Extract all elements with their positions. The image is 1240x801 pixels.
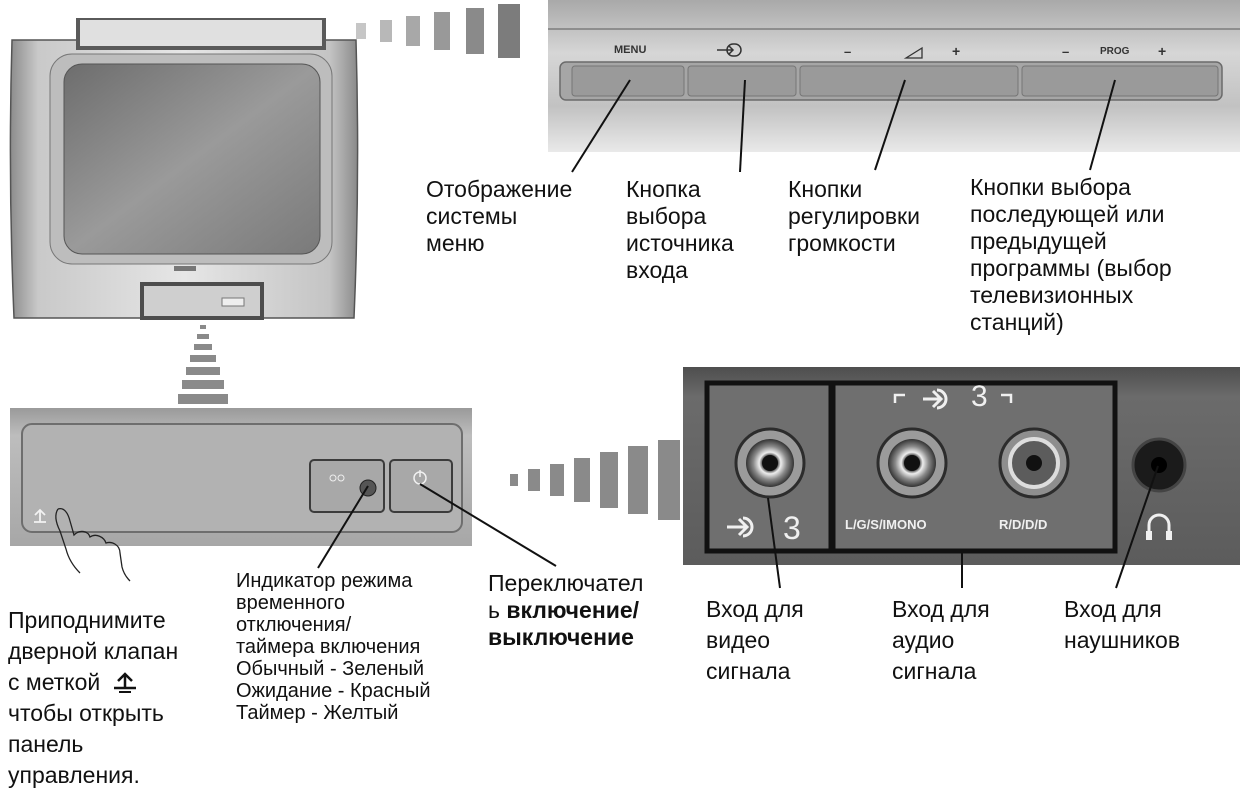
video-input-icon	[727, 516, 754, 538]
callout-door-line: чтобы открыть	[8, 700, 164, 726]
callout-indicator-line: Таймер - Желтый	[236, 702, 399, 724]
callout-indicator-line: отключения/	[236, 614, 352, 636]
callout-door-line: панель	[8, 731, 84, 757]
callout-program-line: Кнопки выбора	[970, 174, 1131, 200]
callout-video: Вход для видео сигнала	[706, 594, 804, 687]
callout-indicator: Индикатор режима временного отключения/ …	[236, 570, 431, 724]
audio-input-icon	[923, 388, 948, 410]
tv-illustration	[9, 16, 359, 320]
callout-volume-line: Кнопки	[788, 176, 863, 202]
front-door-panel	[10, 408, 472, 546]
volume-minus-label: –	[844, 44, 852, 59]
callout-video-line: видео	[706, 627, 771, 653]
callout-input: Кнопка выбора источника входа	[626, 176, 734, 284]
callout-input-line: входа	[626, 257, 688, 283]
callout-door-line: управления.	[8, 762, 140, 788]
callout-volume-line: громкости	[788, 230, 896, 256]
audio-input-number: 3	[971, 380, 988, 413]
tv-set	[8, 16, 360, 328]
volume-ramp-icon	[903, 46, 923, 59]
volume-plus-label: +	[952, 43, 961, 59]
top-control-panel: MENU – + – PROG +	[548, 0, 1240, 152]
callout-headphones: Вход для наушников	[1064, 594, 1180, 656]
callout-indicator-line: Обычный - Зеленый	[236, 658, 425, 680]
callout-headphones-line: Вход для	[1064, 596, 1162, 622]
callout-program-line: последующей или	[970, 201, 1165, 227]
callout-menu: Отображение системы меню	[426, 176, 572, 257]
prog-minus-label: –	[1062, 44, 1070, 59]
callout-audio-line: Вход для	[892, 596, 990, 622]
callout-power-line: выключение	[488, 624, 634, 650]
top-panel-highlight	[76, 16, 326, 50]
callout-menu-line: системы	[426, 203, 518, 229]
prog-label: PROG	[1100, 46, 1130, 57]
input-source-icon	[717, 43, 742, 57]
callout-program-line: предыдущей	[970, 228, 1107, 254]
door-lift-icon	[34, 508, 46, 523]
door-lift-icon	[113, 672, 136, 693]
callout-program: Кнопки выбора последующей или предыдущей…	[970, 174, 1172, 336]
callout-indicator-line: Ожидание - Красный	[236, 680, 431, 702]
right-channel-label: R/D/D/D	[999, 517, 1048, 532]
callout-audio-line: сигнала	[892, 658, 977, 684]
callout-volume: Кнопки регулировки громкости	[788, 176, 920, 257]
callout-program-line: телевизионных	[970, 282, 1134, 308]
callout-video-line: сигнала	[706, 658, 791, 684]
callout-menu-line: меню	[426, 230, 485, 256]
prog-plus-label: +	[1158, 43, 1167, 59]
callout-input-line: источника	[626, 230, 734, 256]
video-input-number: 3	[783, 510, 801, 546]
callout-audio-line: аудио	[892, 627, 955, 653]
zoom-wedge-top	[356, 4, 520, 58]
callout-door: Приподнимите дверной клапан с меткой что…	[8, 605, 178, 791]
callout-input-line: Кнопка	[626, 176, 701, 202]
callout-program-line: станций)	[970, 309, 1064, 335]
connector-panel: 3 3 L/G/S/IMONO R/D/D/D	[683, 367, 1240, 565]
callout-door-line: дверной клапан	[8, 638, 179, 664]
callout-menu-line: Отображение	[426, 176, 573, 202]
callout-power-line: Переключател	[488, 570, 644, 596]
callout-headphones-line: наушников	[1064, 627, 1181, 653]
hand-icon	[55, 507, 131, 582]
callout-power-line: ь включение/	[488, 597, 640, 623]
callout-door-line: с меткой	[8, 667, 178, 698]
callout-video-line: Вход для	[706, 596, 804, 622]
callout-program-line: программы (выбор	[970, 255, 1172, 281]
callout-volume-line: регулировки	[788, 203, 920, 229]
zoom-wedge-left	[178, 325, 228, 404]
callout-power: Переключател ь включение/ выключение	[488, 570, 643, 651]
menu-label: MENU	[614, 44, 647, 56]
callout-indicator-line: временного	[236, 592, 345, 614]
callout-input-line: выбора	[626, 203, 707, 229]
zoom-wedge-right	[510, 440, 680, 520]
callout-indicator-line: Индикатор режима	[236, 570, 413, 592]
callout-audio: Вход для аудио сигнала	[892, 594, 990, 687]
callout-door-line: Приподнимите	[8, 607, 166, 633]
callout-indicator-line: таймера включения	[236, 636, 421, 658]
left-channel-label: L/G/S/IMONO	[845, 517, 927, 532]
